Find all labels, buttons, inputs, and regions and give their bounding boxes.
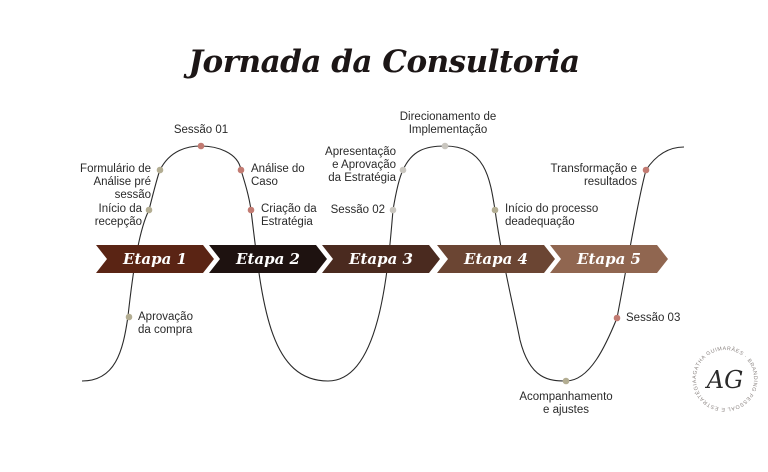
label-apresentacao: Apresentação e Aprovação da Estratégia <box>325 146 396 184</box>
label-sessao-01: Sessão 01 <box>173 124 229 136</box>
milestone-dot <box>237 166 245 174</box>
milestone-dot <box>642 166 650 174</box>
stage-3-label: Etapa 3 <box>349 250 413 268</box>
stage-4-arrow: Etapa 4 <box>437 245 555 273</box>
milestone-dot <box>613 314 621 322</box>
label-direcionamento: Direcionamento de Implementação <box>399 111 497 136</box>
stage-2-arrow: Etapa 2 <box>209 245 327 273</box>
milestone-dot <box>399 166 407 174</box>
milestone-dot <box>197 142 205 150</box>
label-sessao-03: Sessão 03 <box>626 312 681 324</box>
milestone-dot <box>247 206 255 214</box>
stage-4-label: Etapa 4 <box>464 250 528 268</box>
page-title: Jornada da Consultoria <box>188 44 580 80</box>
milestone-dot <box>441 142 449 150</box>
label-inicio-recepcao: Início da recepção <box>94 203 142 228</box>
label-formulario: Formulário de Análise pré sessão <box>80 163 151 201</box>
milestone-dot <box>145 206 153 214</box>
logo-monogram: AG <box>705 366 744 394</box>
label-criacao-estrategia: Criação da Estratégia <box>261 203 317 228</box>
stage-1-arrow: Etapa 1 <box>96 245 214 273</box>
label-sessao-02: Sessão 02 <box>330 204 385 216</box>
milestone-dot <box>156 166 164 174</box>
stage-1-label: Etapa 1 <box>123 250 187 268</box>
stage-5-arrow: Etapa 5 <box>550 245 668 273</box>
label-aprovacao-compra: Aprovação da compra <box>138 311 193 336</box>
milestone-dot <box>491 206 499 214</box>
brand-seal-logo: AGATHA GUIMARÃES · BRANDING PESSOAL E ES… <box>690 344 757 412</box>
label-inicio-processo: Início do processo deadequação <box>505 203 599 228</box>
journey-wave-line <box>81 145 685 382</box>
milestone-dot <box>562 377 570 385</box>
stage-2-label: Etapa 2 <box>236 250 300 268</box>
label-analise-caso: Análise do Caso <box>251 163 305 188</box>
label-acompanhamento: Acompanhamento e ajustes <box>519 391 613 416</box>
stage-5-label: Etapa 5 <box>577 250 641 268</box>
milestone-dot <box>389 206 397 214</box>
label-transformacao: Transformação e resultados <box>550 163 638 188</box>
stage-3-arrow: Etapa 3 <box>322 245 440 273</box>
milestone-dot <box>125 313 133 321</box>
